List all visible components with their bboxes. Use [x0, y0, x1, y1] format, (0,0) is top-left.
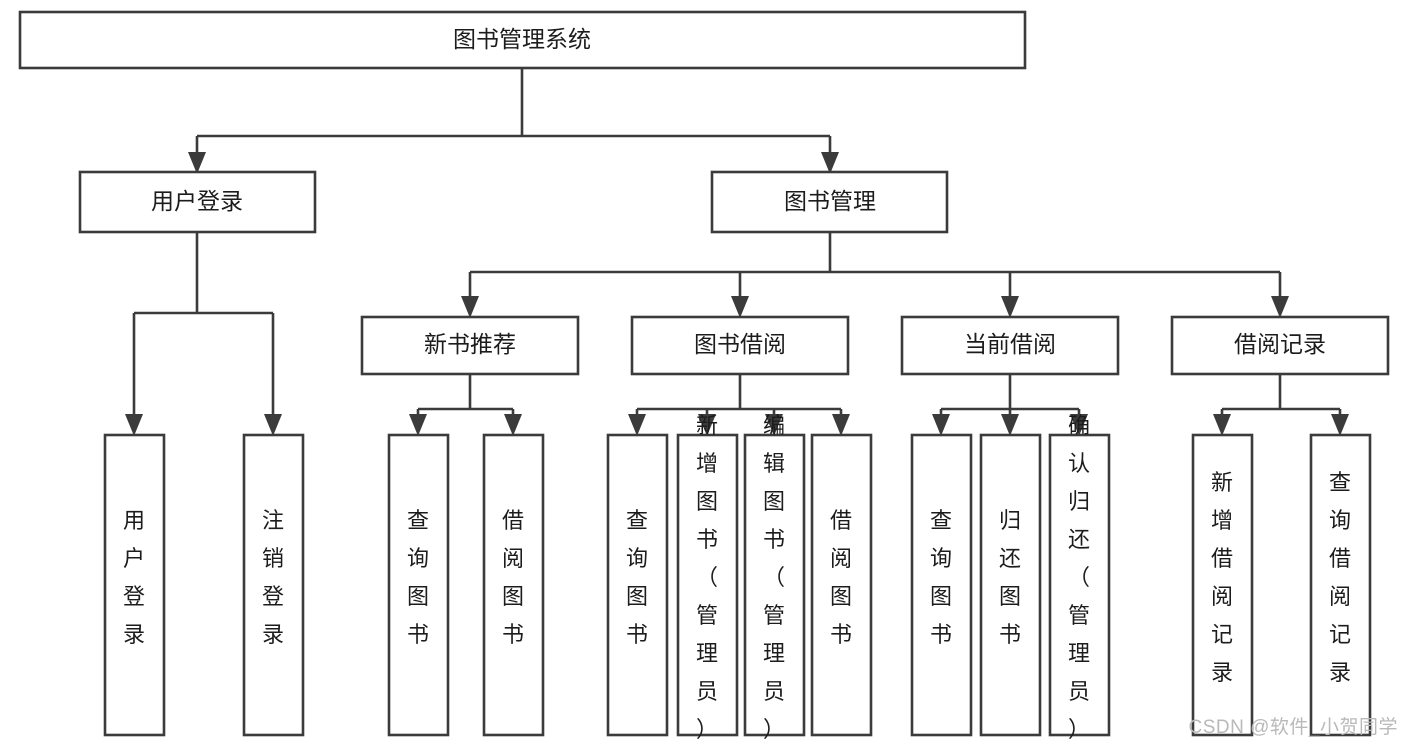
- arrow-bookmgmt-to-newbook: [461, 296, 479, 318]
- node-root-label: 图书管理系统: [453, 26, 591, 52]
- node-leaf-current-2-label: 归还图书: [999, 508, 1021, 647]
- node-login-label: 用户登录: [151, 188, 243, 214]
- node-records-box[interactable]: [1170, 315, 1390, 376]
- node-borrow-label: 图书借阅: [694, 331, 786, 357]
- node-bookmgmt-label: 图书管理: [784, 188, 876, 214]
- arrow-current-to-leaf1: [932, 414, 950, 436]
- node-leaf-current-2[interactable]: 归还图书: [979, 433, 1042, 737]
- node-login[interactable]: 用户登录: [78, 170, 317, 234]
- node-newbook-label: 新书推荐: [424, 331, 516, 357]
- node-leaf-borrow-3[interactable]: 编辑图书（管理员）: [743, 413, 806, 742]
- edge-login-bus: [132, 232, 275, 422]
- node-records-label: 借阅记录: [1234, 331, 1326, 357]
- arrow-borrow-to-leaf1: [628, 414, 646, 436]
- node-leaf-login-1-box[interactable]: [103, 433, 166, 737]
- node-leaf-login-1-label: 用户登录: [123, 508, 145, 647]
- node-leaf-records-2-label: 查询借阅记录: [1329, 470, 1351, 685]
- arrow-newbook-to-leaf1: [409, 414, 427, 436]
- node-leaf-current-3[interactable]: 确认归还（管理员）: [1048, 413, 1111, 742]
- edge-newbook-bus: [416, 374, 515, 422]
- node-leaf-records-1[interactable]: 新增借阅记录: [1191, 433, 1254, 737]
- node-leaf-new-2-label: 借阅图书: [502, 508, 524, 647]
- node-leaf-records-1-box[interactable]: [1191, 433, 1254, 737]
- edge-borrow-bus: [635, 374, 843, 422]
- node-leaf-current-1[interactable]: 查询图书: [910, 433, 973, 737]
- connector-layer: [125, 68, 1349, 436]
- node-current-label: 当前借阅: [964, 331, 1056, 357]
- node-leaf-borrow-1[interactable]: 查询图书: [606, 433, 669, 737]
- arrow-bookmgmt-to-current: [1001, 296, 1019, 318]
- arrow-records-to-leaf2: [1331, 414, 1349, 436]
- arrow-bookmgmt-to-borrow: [731, 296, 749, 318]
- node-leaf-records-2-box[interactable]: [1309, 433, 1372, 737]
- node-leaf-login-2[interactable]: 注销登录: [242, 433, 305, 737]
- node-borrow[interactable]: 图书借阅: [630, 315, 850, 376]
- arrow-root-to-login: [188, 152, 206, 174]
- edge-records-bus: [1220, 374, 1342, 422]
- node-leaf-borrow-1-box[interactable]: [606, 433, 669, 737]
- node-leaf-current-3-box[interactable]: [1048, 433, 1111, 737]
- node-newbook-box[interactable]: [360, 315, 580, 376]
- node-login-box[interactable]: [78, 170, 317, 234]
- arrow-current-to-leaf3: [1070, 414, 1088, 436]
- node-root-box[interactable]: [18, 10, 1027, 70]
- node-leaf-borrow-2-box[interactable]: [676, 433, 739, 737]
- arrow-login-to-leaf2: [264, 414, 282, 436]
- node-leaf-borrow-2[interactable]: 新增图书（管理员）: [676, 413, 739, 742]
- csdn-watermark: CSDN @软件_小贺同学: [1189, 716, 1398, 738]
- arrow-bookmgmt-to-records: [1271, 296, 1289, 318]
- node-leaf-borrow-3-label: 编辑图书（管理员）: [763, 413, 785, 742]
- node-bookmgmt-box[interactable]: [710, 170, 949, 234]
- edge-bookmgmt-bus: [468, 232, 1282, 304]
- node-leaf-borrow-4[interactable]: 借阅图书: [810, 433, 873, 737]
- node-leaf-current-3-label: 确认归还（管理员）: [1068, 413, 1090, 742]
- arrow-borrow-to-leaf3: [765, 414, 783, 436]
- node-leaf-borrow-1-label: 查询图书: [626, 508, 648, 647]
- node-leaf-login-2-label: 注销登录: [262, 508, 284, 647]
- arrow-root-to-bookmgmt: [821, 152, 839, 174]
- node-bookmgmt[interactable]: 图书管理: [710, 170, 949, 234]
- node-leaf-new-1-box[interactable]: [387, 433, 450, 737]
- node-leaf-new-1-label: 查询图书: [407, 508, 429, 647]
- node-borrow-box[interactable]: [630, 315, 850, 376]
- arrow-current-to-leaf2: [1001, 414, 1019, 436]
- node-leaf-records-1-label: 新增借阅记录: [1211, 470, 1233, 685]
- arrow-borrow-to-leaf2: [698, 414, 716, 436]
- node-current-box[interactable]: [900, 315, 1120, 376]
- node-leaf-new-2-box[interactable]: [482, 433, 545, 737]
- node-leaf-current-1-label: 查询图书: [930, 508, 952, 647]
- node-leaf-borrow-3-box[interactable]: [743, 433, 806, 737]
- node-leaf-borrow-4-label: 借阅图书: [830, 508, 852, 647]
- node-leaf-new-1[interactable]: 查询图书: [387, 433, 450, 737]
- node-leaf-current-1-box[interactable]: [910, 433, 973, 737]
- node-current[interactable]: 当前借阅: [900, 315, 1120, 376]
- edge-root-bus: [195, 68, 832, 160]
- arrow-borrow-to-leaf4: [832, 414, 850, 436]
- node-leaf-borrow-4-box[interactable]: [810, 433, 873, 737]
- arrow-records-to-leaf1: [1213, 414, 1231, 436]
- arrow-newbook-to-leaf2: [504, 414, 522, 436]
- arrow-login-to-leaf1: [125, 414, 143, 436]
- node-leaf-current-2-box[interactable]: [979, 433, 1042, 737]
- node-records[interactable]: 借阅记录: [1170, 315, 1390, 376]
- node-leaf-login-2-box[interactable]: [242, 433, 305, 737]
- node-leaf-login-1[interactable]: 用户登录: [103, 433, 166, 737]
- node-root[interactable]: 图书管理系统: [18, 10, 1027, 70]
- node-leaf-records-2[interactable]: 查询借阅记录: [1309, 433, 1372, 737]
- node-leaf-borrow-2-label: 新增图书（管理员）: [696, 413, 718, 742]
- node-newbook[interactable]: 新书推荐: [360, 315, 580, 376]
- node-leaf-new-2[interactable]: 借阅图书: [482, 433, 545, 737]
